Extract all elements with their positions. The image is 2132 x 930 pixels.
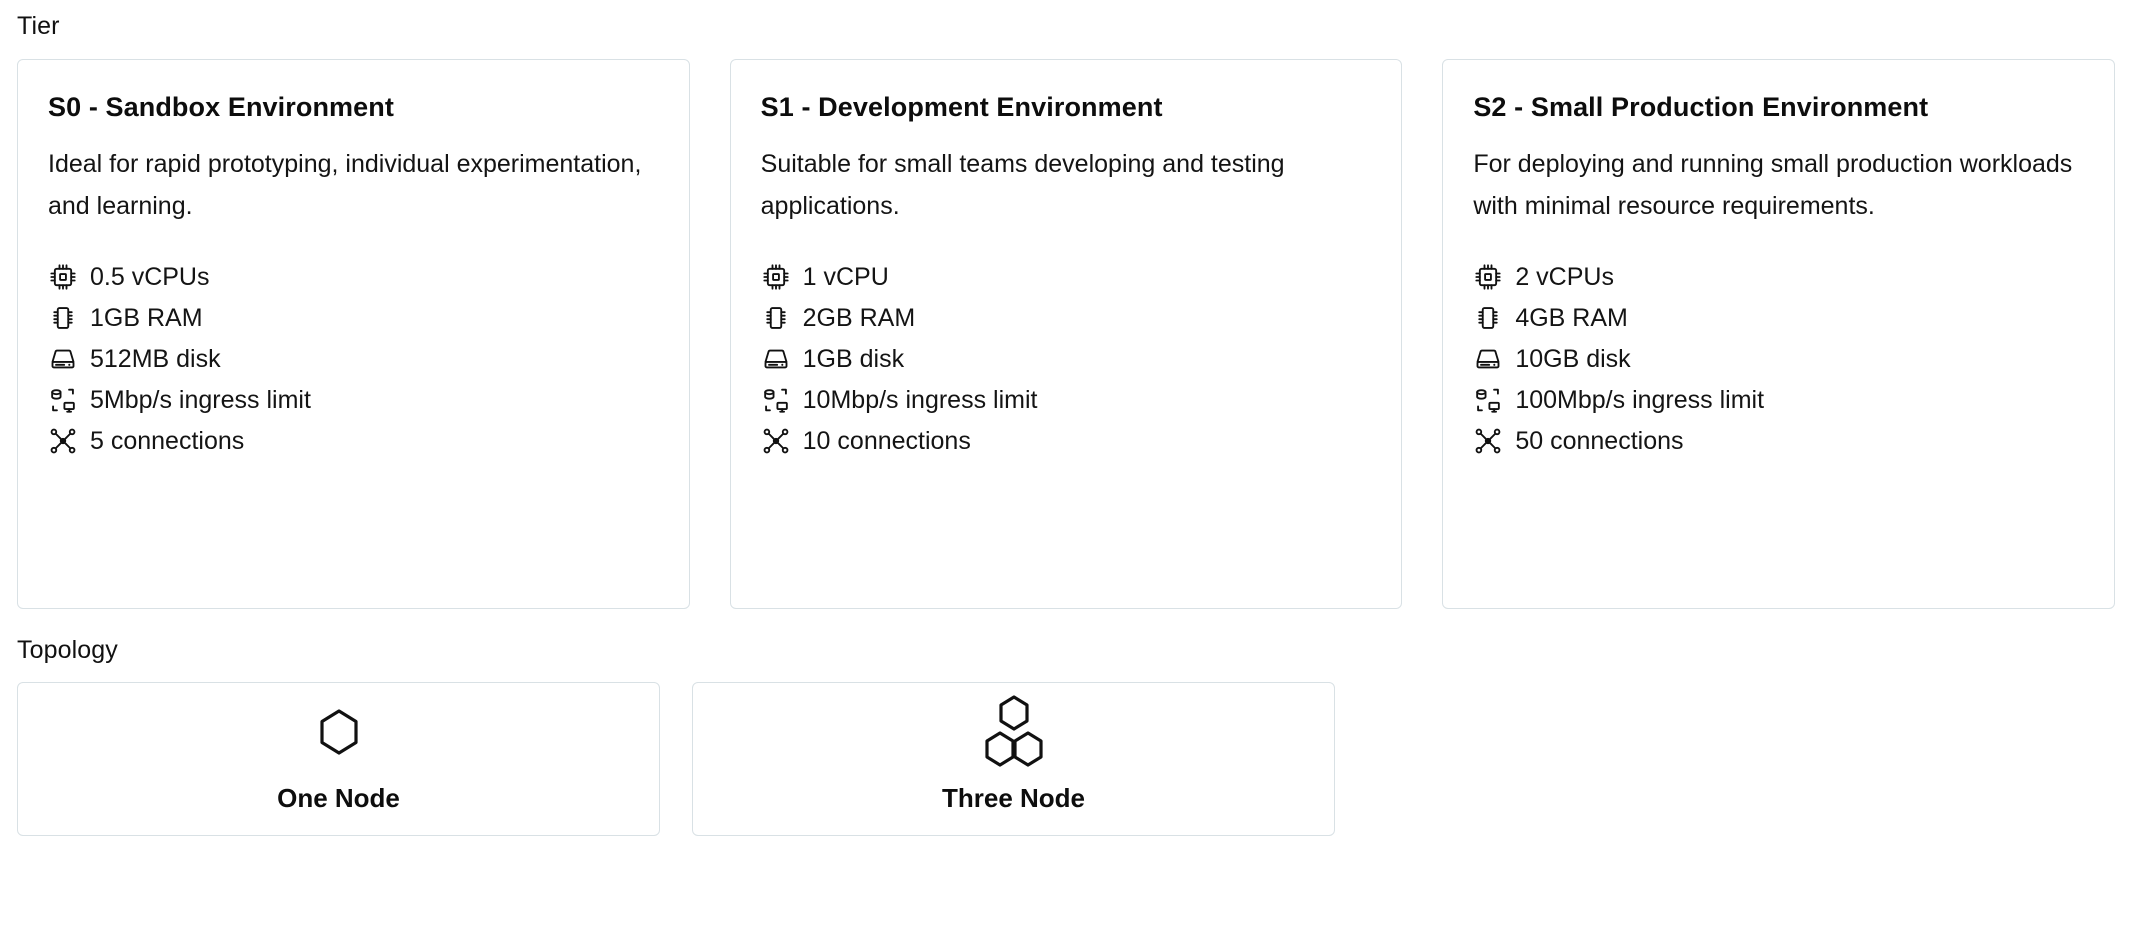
spec-row: 1GB RAM — [48, 297, 659, 338]
tier-card-description: Suitable for small teams developing and … — [760, 150, 1285, 220]
tier-card-description: For deploying and running small producti… — [1473, 150, 2073, 220]
tier-spec-list: 1 vCPU 2GB RAM — [761, 256, 1372, 461]
tier-card-s2[interactable]: S2 - Small Production Environment For de… — [1442, 59, 2115, 609]
connections-icon — [48, 426, 78, 456]
topology-section-label: Topology — [17, 636, 118, 664]
spec-text: 2GB RAM — [802, 303, 916, 332]
spec-text: 50 connections — [1515, 426, 1684, 455]
tier-section-label: Tier — [17, 12, 60, 40]
cpu-icon — [48, 262, 78, 292]
spec-row: 5 connections — [48, 420, 659, 461]
spec-row: 100Mbp/s ingress limit — [1473, 379, 2084, 420]
spec-row: 10Mbp/s ingress limit — [761, 379, 1372, 420]
spec-text: 1 vCPU — [802, 262, 889, 291]
spec-row: 1GB disk — [761, 338, 1372, 379]
cpu-icon — [1473, 262, 1503, 292]
memory-icon — [48, 303, 78, 333]
topology-card-label: One Node — [277, 783, 400, 813]
spec-row: 10GB disk — [1473, 338, 2084, 379]
hard-drive-icon — [1473, 344, 1503, 374]
spec-row: 10 connections — [761, 420, 1372, 461]
tier-card-title: S2 - Small Production Environment — [1473, 92, 1929, 122]
spec-row: 0.5 vCPUs — [48, 256, 659, 297]
spec-row: 1 vCPU — [761, 256, 1372, 297]
network-ingress-icon — [48, 385, 78, 415]
connections-icon — [1473, 426, 1503, 456]
spec-text: 512MB disk — [90, 344, 221, 373]
cpu-icon — [761, 262, 791, 292]
tier-card-grid: S0 - Sandbox Environment Ideal for rapid… — [17, 59, 2115, 609]
memory-icon — [761, 303, 791, 333]
tier-card-s0[interactable]: S0 - Sandbox Environment Ideal for rapid… — [17, 59, 690, 609]
spec-text: 2 vCPUs — [1515, 262, 1614, 291]
spec-text: 10 connections — [802, 426, 971, 455]
spec-row: 512MB disk — [48, 338, 659, 379]
tier-spec-list: 2 vCPUs 4GB RAM — [1473, 256, 2084, 461]
spec-row: 5Mbp/s ingress limit — [48, 379, 659, 420]
tier-card-description: Ideal for rapid prototyping, individual … — [48, 150, 642, 220]
tier-card-s1[interactable]: S1 - Development Environment Suitable fo… — [729, 59, 1403, 609]
network-ingress-icon — [761, 385, 791, 415]
spec-row: 50 connections — [1473, 420, 2084, 461]
spec-text: 1GB RAM — [90, 303, 203, 332]
tier-spec-list: 0.5 vCPUs 1GB RAM — [48, 256, 659, 461]
spec-text: 10Mbp/s ingress limit — [802, 385, 1038, 414]
hard-drive-icon — [761, 344, 791, 374]
tier-card-title: S0 - Sandbox Environment — [48, 92, 394, 122]
hard-drive-icon — [48, 344, 78, 374]
spec-text: 0.5 vCPUs — [90, 262, 210, 291]
spec-text: 5 connections — [90, 426, 245, 455]
spec-text: 4GB RAM — [1515, 303, 1628, 332]
spec-row: 4GB RAM — [1473, 297, 2084, 338]
tier-card-title: S1 - Development Environment — [760, 92, 1163, 122]
spec-text: 5Mbp/s ingress limit — [90, 385, 311, 414]
connections-icon — [761, 426, 791, 456]
memory-icon — [1473, 303, 1503, 333]
spec-text: 1GB disk — [802, 344, 905, 373]
spec-row: 2GB RAM — [761, 297, 1372, 338]
topology-card-label: Three Node — [941, 783, 1086, 813]
spec-row: 2 vCPUs — [1473, 256, 2084, 297]
topology-card-row: One Node Three Node — [17, 682, 2115, 836]
topology-card-three-node[interactable]: Three Node — [692, 682, 1335, 836]
spec-text: 10GB disk — [1515, 344, 1631, 373]
single-hexagon-icon — [316, 705, 362, 761]
triple-hexagon-icon — [976, 695, 1052, 767]
spec-text: 100Mbp/s ingress limit — [1515, 385, 1765, 414]
network-ingress-icon — [1473, 385, 1503, 415]
topology-card-one-node[interactable]: One Node — [17, 682, 660, 836]
